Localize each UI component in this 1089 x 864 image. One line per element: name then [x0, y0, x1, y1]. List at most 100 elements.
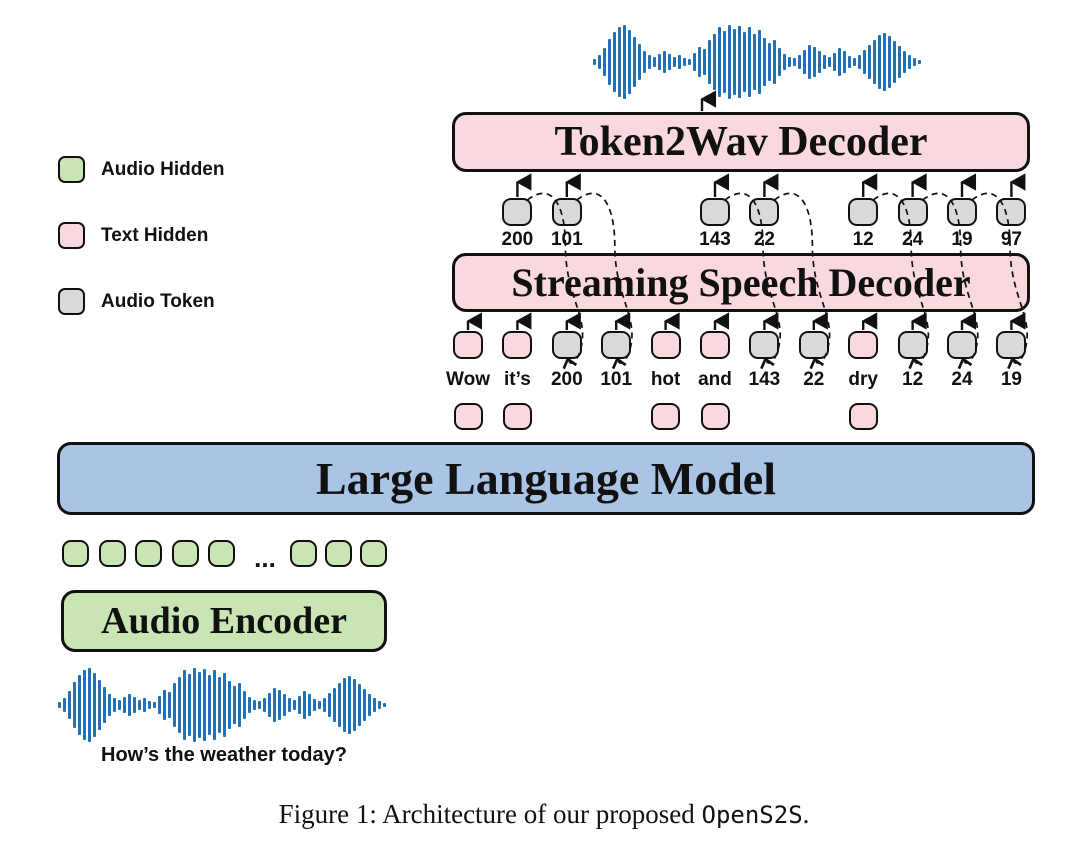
waveform-bar — [178, 677, 181, 733]
waveform-bar — [148, 701, 151, 709]
waveform-bar — [78, 675, 81, 735]
waveform-bar — [798, 55, 801, 69]
waveform-bar — [668, 54, 671, 70]
waveform-bar — [88, 668, 91, 742]
text-hidden-token — [502, 331, 533, 359]
waveform-bar — [658, 54, 661, 70]
waveform-bar — [173, 683, 176, 727]
audio-token — [897, 198, 928, 226]
waveform-bar — [663, 51, 666, 73]
waveform-bar — [758, 30, 761, 94]
waveform-bar — [313, 699, 316, 711]
waveform-bar — [638, 44, 641, 80]
waveform-bar — [838, 48, 841, 76]
waveform-bar — [378, 701, 381, 709]
waveform-bar — [623, 25, 626, 99]
audio-token — [551, 331, 582, 359]
waveform-bar — [683, 58, 686, 66]
streaming-speech-decoder-box: Streaming Speech Decoder — [452, 253, 1030, 312]
waveform-bar — [223, 673, 226, 737]
waveform-bar — [228, 681, 231, 729]
waveform-bar — [888, 36, 891, 88]
audio-token — [848, 198, 879, 226]
audio-token — [749, 198, 780, 226]
output-waveform-icon — [593, 25, 921, 99]
audio-hidden-token — [98, 540, 126, 567]
audio-token-id: 22 — [753, 229, 775, 250]
text-hidden-token — [651, 403, 681, 430]
waveform-bar — [373, 698, 376, 712]
waveform-bar — [708, 40, 711, 84]
waveform-bar — [793, 58, 796, 66]
large-language-model-box: Large Language Model — [57, 442, 1035, 515]
text-hidden-swatch-icon — [58, 222, 85, 249]
waveform-bar — [198, 672, 201, 738]
audio-token — [947, 331, 977, 359]
audio-token — [897, 331, 928, 359]
waveform-bar — [258, 701, 261, 709]
waveform-bar — [783, 54, 786, 70]
waveform-bar — [653, 57, 656, 67]
waveform-bar — [298, 696, 301, 714]
waveform-bar — [243, 691, 246, 719]
waveform-bar — [873, 40, 876, 84]
audio-token-id: 12 — [852, 229, 874, 250]
audio-hidden-swatch-icon — [58, 156, 85, 183]
caption-prefix: Figure 1: Architecture of our proposed — [278, 799, 702, 829]
waveform-bar — [208, 675, 211, 735]
sequence-label: hot — [650, 369, 681, 390]
waveform-bar — [648, 55, 651, 69]
waveform-bar — [138, 700, 141, 710]
waveform-bar — [328, 693, 331, 717]
legend-label: Audio Token — [101, 290, 215, 312]
caption-suffix: . — [802, 799, 810, 829]
audio-token-id: 101 — [550, 229, 583, 250]
waveform-bar — [823, 55, 826, 69]
audio-token — [798, 331, 829, 359]
waveform-bar — [618, 27, 621, 97]
waveform-bar — [918, 60, 921, 64]
waveform-bar — [768, 43, 771, 81]
waveform-bar — [788, 57, 791, 67]
waveform-bar — [678, 55, 681, 69]
sequence-label: 24 — [951, 369, 973, 390]
waveform-bar — [308, 694, 311, 716]
waveform-bar — [168, 692, 171, 718]
waveform-bar — [163, 690, 166, 720]
waveform-bar — [193, 668, 196, 742]
waveform-bar — [693, 53, 696, 71]
audio-token — [996, 198, 1027, 226]
waveform-bar — [93, 673, 96, 737]
waveform-bar — [828, 57, 831, 67]
audio-token-id: 97 — [1000, 229, 1022, 250]
waveform-bar — [878, 35, 881, 89]
large-language-model-label: Large Language Model — [316, 453, 776, 504]
waveform-bar — [233, 686, 236, 724]
audio-hidden-token — [360, 540, 387, 567]
waveform-bar — [848, 56, 851, 68]
waveform-bar — [903, 51, 906, 73]
waveform-bar — [143, 698, 146, 712]
waveform-bar — [753, 34, 756, 90]
input-waveform-icon — [58, 668, 386, 742]
sequence-label: 143 — [748, 369, 781, 390]
waveform-bar — [338, 683, 341, 727]
waveform-bar — [303, 691, 306, 719]
waveform-bar — [853, 58, 856, 66]
waveform-bar — [868, 45, 871, 79]
audio-token — [502, 198, 533, 226]
waveform-bar — [218, 677, 221, 733]
text-hidden-token — [502, 403, 532, 430]
waveform-bar — [238, 683, 241, 727]
waveform-bar — [743, 32, 746, 92]
waveform-bar — [278, 690, 281, 720]
waveform-bar — [688, 59, 691, 65]
audio-token-swatch-icon — [58, 288, 85, 315]
waveform-bar — [153, 702, 156, 708]
waveform-bar — [913, 58, 916, 66]
waveform-bar — [128, 694, 131, 716]
waveform-bar — [73, 682, 76, 728]
text-hidden-token — [848, 331, 879, 359]
audio-token-id: 200 — [501, 229, 534, 250]
